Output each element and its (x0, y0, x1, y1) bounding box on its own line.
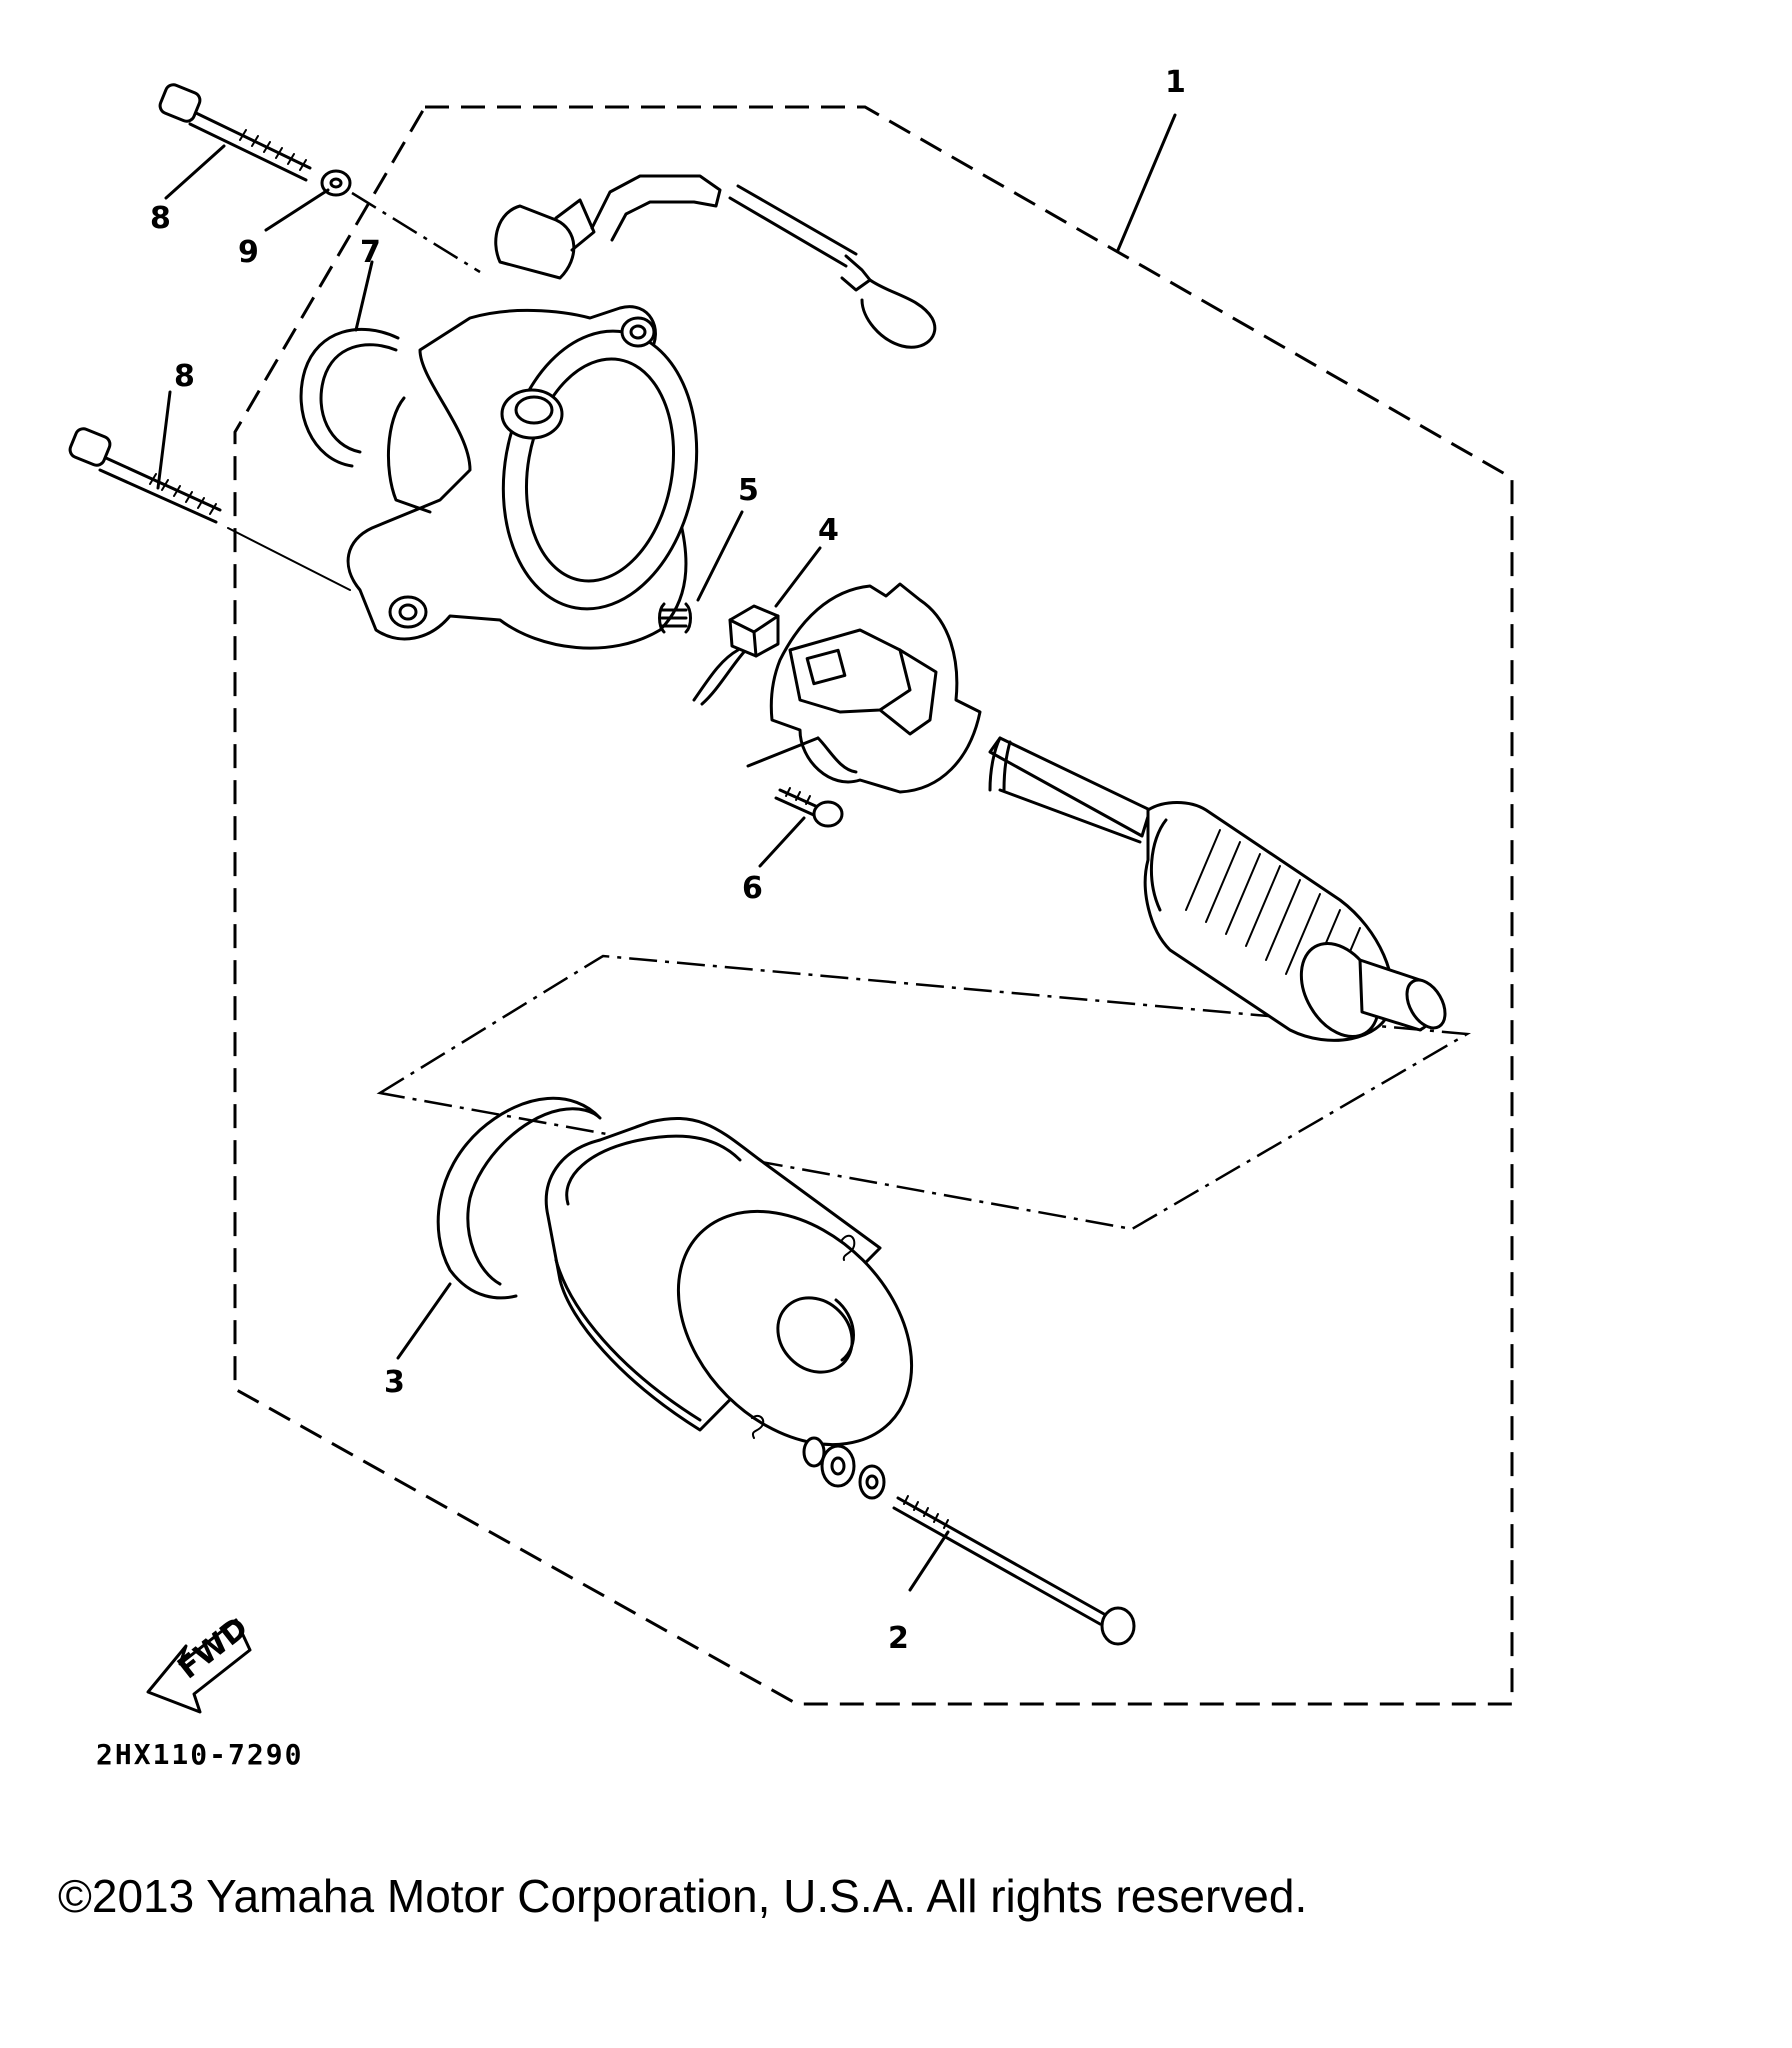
leader-6 (758, 816, 806, 868)
leader-8a (164, 144, 226, 200)
leader-5 (696, 510, 744, 602)
leader-7 (354, 260, 374, 332)
callout-8a: 8 (150, 201, 171, 236)
bolt-upper (158, 83, 312, 182)
front-cover (346, 305, 699, 650)
callout-1: 1 (1165, 65, 1186, 100)
callout-2: 2 (888, 1621, 909, 1656)
brush (692, 604, 780, 706)
callout-6: 6 (742, 871, 763, 906)
o-ring-lower (436, 1096, 602, 1300)
callout-5: 5 (738, 473, 759, 508)
armature-outline (376, 954, 1472, 1231)
armature (988, 736, 1447, 1042)
brush-spring (658, 602, 692, 634)
bolt-axis-lower (227, 527, 351, 591)
callout-3: 3 (384, 1365, 405, 1400)
diagram-code: 2HX110-7290 (96, 1738, 303, 1771)
leader-8b (156, 390, 172, 490)
callout-9: 9 (238, 235, 259, 270)
brush-holder (746, 582, 982, 794)
washer (320, 169, 352, 197)
callout-8b: 8 (174, 359, 195, 394)
washer-set (802, 1436, 886, 1500)
screw (774, 787, 844, 828)
callout-7: 7 (360, 235, 381, 270)
leader-2 (908, 1530, 950, 1592)
fwd-arrow-icon: FWD (146, 1610, 255, 1714)
through-bolt (892, 1495, 1136, 1646)
bolt-lower (68, 427, 222, 524)
leader-1 (1116, 113, 1177, 252)
callout-4: 4 (818, 513, 839, 548)
leader-3 (396, 1282, 452, 1360)
leader-4 (774, 546, 822, 608)
starter-cable (494, 174, 937, 349)
leader-9 (264, 188, 330, 232)
o-ring-upper (299, 327, 400, 468)
bolt-axis-upper (351, 191, 481, 274)
yoke (544, 1117, 914, 1447)
copyright-notice: ©2013 Yamaha Motor Corporation, U.S.A. A… (58, 1870, 1307, 1922)
